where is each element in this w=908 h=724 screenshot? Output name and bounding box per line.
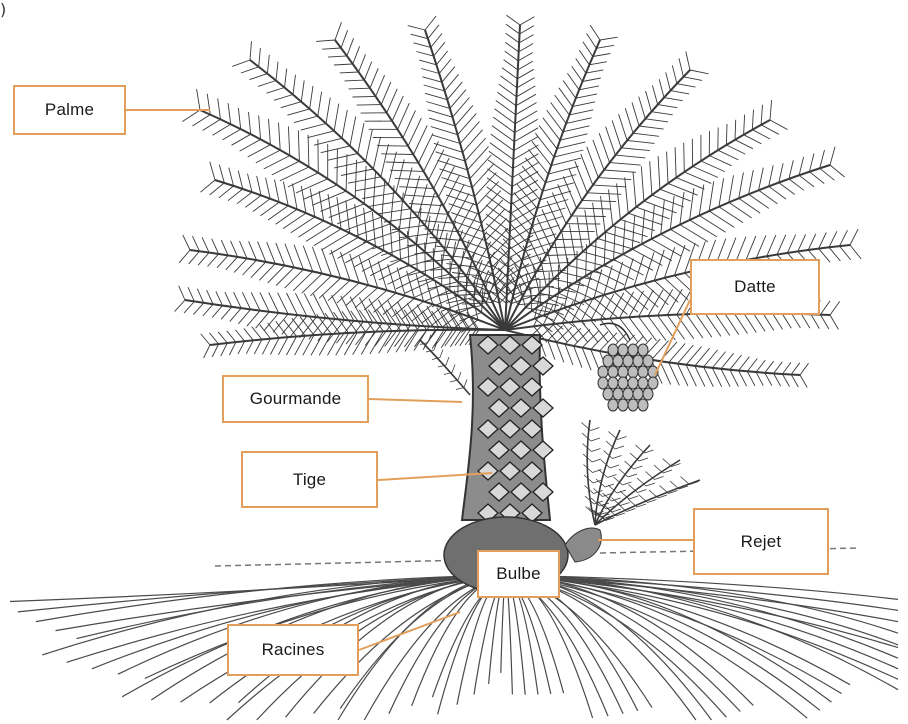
label-rejet: Rejet <box>693 508 829 575</box>
leader-lines <box>126 110 693 650</box>
frond <box>201 162 506 330</box>
label-gourmande: Gourmande <box>222 375 369 423</box>
fronds-drawing <box>175 15 862 387</box>
frond <box>316 22 505 330</box>
roots-drawing <box>10 575 898 720</box>
label-bulbe: Bulbe <box>477 550 560 598</box>
date-cluster-drawing <box>598 323 658 411</box>
label-datte: Datte <box>690 259 820 315</box>
frond <box>505 324 809 388</box>
label-racines: Racines <box>227 624 359 676</box>
label-tige: Tige <box>241 451 378 508</box>
label-palme: Palme <box>13 85 126 135</box>
frond <box>201 310 505 359</box>
